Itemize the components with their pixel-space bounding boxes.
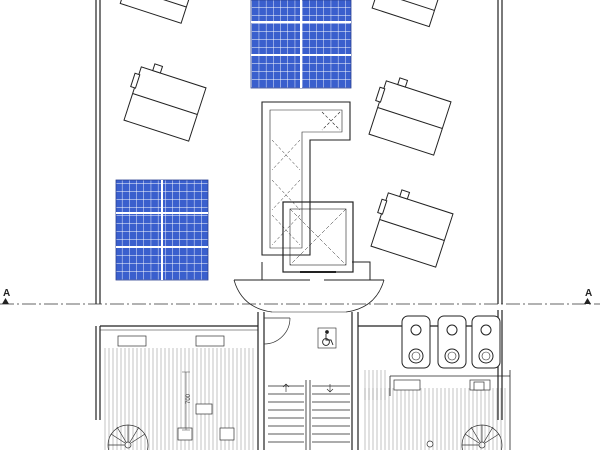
hvac-unit-icon — [370, 189, 454, 268]
fixture — [426, 381, 485, 448]
tank-icon — [401, 315, 431, 369]
elevator-shaft-icon — [282, 201, 354, 273]
dimension-label: 700 — [186, 393, 192, 404]
terrace-right-upper — [362, 370, 388, 400]
roof-outline — [95, 0, 503, 304]
section-label-right: A — [585, 288, 592, 299]
solar-panel-icon — [115, 179, 209, 281]
section-label-left: A — [3, 288, 10, 299]
spiral-stair-icon — [107, 424, 149, 450]
vent-shaft — [261, 101, 351, 256]
hvac-unit-icon — [368, 77, 452, 156]
section-line — [0, 298, 600, 305]
furniture — [117, 335, 491, 441]
tank-icon — [471, 315, 501, 369]
spiral-stair-icon — [461, 424, 503, 450]
stair-landing — [233, 261, 385, 313]
door-swing — [263, 317, 291, 345]
tank-icon — [437, 315, 467, 369]
hvac-unit-icon — [371, 0, 441, 28]
main-stair — [268, 380, 350, 450]
wheelchair-icon — [317, 327, 337, 349]
solar-panel-icon — [250, 0, 352, 89]
hvac-unit-icon — [119, 0, 193, 24]
hvac-unit-icon — [123, 63, 207, 142]
dimension-line — [182, 371, 190, 431]
